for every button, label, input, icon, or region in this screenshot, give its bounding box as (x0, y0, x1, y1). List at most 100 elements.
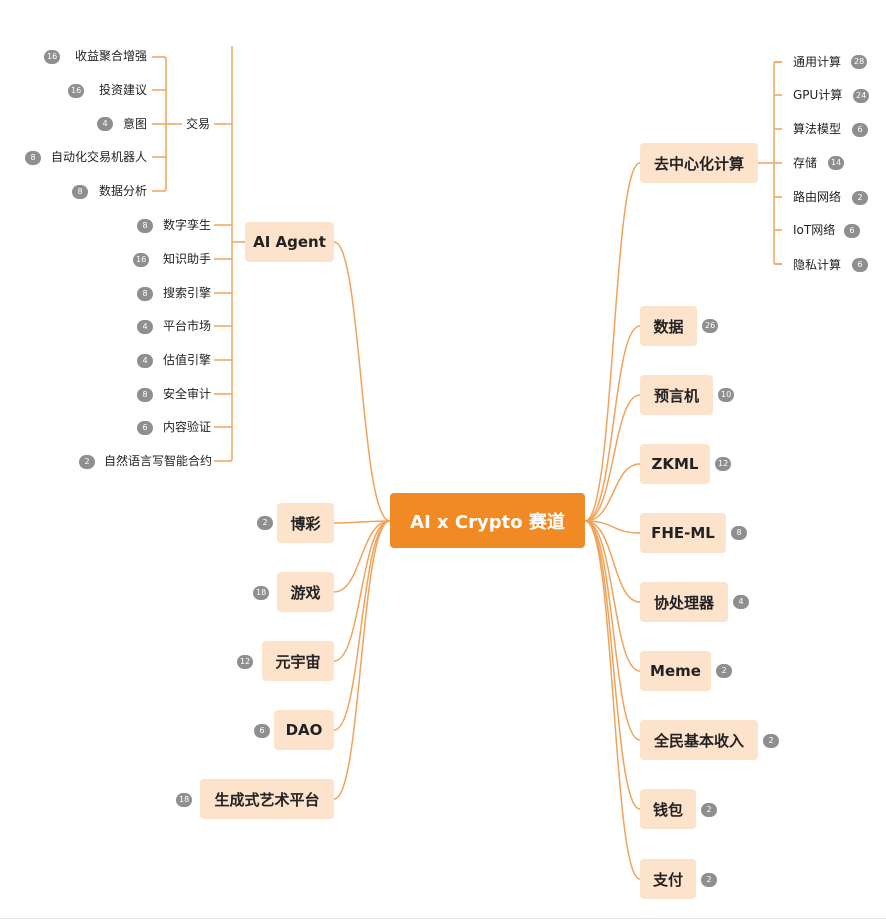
root-topic[interactable]: AI x Crypto 赛道 (390, 493, 585, 548)
count-badge: 6 (852, 123, 868, 137)
count-badge: 2 (79, 455, 95, 469)
leaf-content-verification[interactable]: 内容验证 (163, 419, 211, 435)
topic-label: 生成式艺术平台 (214, 790, 320, 809)
topic-oracle[interactable]: 预言机 (640, 375, 713, 415)
topic-label: 协处理器 (653, 593, 714, 612)
count-badge: 8 (137, 388, 153, 402)
count-badge: 10 (718, 388, 735, 402)
leaf-valuation-engine[interactable]: 估值引擎 (163, 352, 211, 368)
count-badge: 16 (68, 84, 85, 98)
leaf-knowledge-assistant[interactable]: 知识助手 (163, 251, 211, 267)
leaf-label: 平台市场 (163, 319, 212, 333)
leaf-label: 算法模型 (793, 122, 842, 136)
leaf-iot-network[interactable]: IoT网络 (793, 222, 835, 238)
topic-label: 支付 (652, 870, 683, 889)
count-badge: 8 (72, 185, 88, 199)
topic-ai-agent[interactable]: AI Agent (245, 222, 334, 262)
topic-decentralized-compute[interactable]: 去中心化计算 (640, 143, 758, 183)
leaf-routing-network[interactable]: 路由网络 (793, 189, 841, 205)
topic-zkml[interactable]: ZKML (640, 444, 710, 484)
leaf-algorithm-model[interactable]: 算法模型 (793, 121, 841, 137)
leaf-security-audit[interactable]: 安全审计 (163, 386, 211, 402)
leaf-label: 隐私计算 (793, 258, 842, 272)
bottom-divider (0, 918, 886, 919)
subtopic-trade[interactable]: 交易 (186, 116, 210, 132)
topic-ubi[interactable]: 全民基本收入 (640, 720, 758, 760)
connector-line (584, 520, 641, 880)
connector-line (214, 46, 233, 462)
count-badge: 6 (852, 258, 868, 272)
topic-label: 元宇宙 (275, 652, 321, 671)
leaf-digital-twin[interactable]: 数字孪生 (163, 217, 211, 233)
connector-line (584, 394, 641, 522)
topic-label: 全民基本收入 (653, 731, 744, 750)
leaf-label: 内容验证 (163, 420, 212, 434)
leaf-nl-smart-contract[interactable]: 自然语言写智能合约 (104, 453, 212, 469)
count-badge: 2 (701, 803, 717, 817)
leaf-yield-aggregation[interactable]: 收益聚合增强 (75, 48, 147, 64)
connector-line (584, 162, 641, 522)
topic-gambling[interactable]: 博彩 (277, 503, 334, 543)
topic-data[interactable]: 数据 (640, 306, 697, 346)
count-badge: 6 (137, 421, 153, 435)
count-badge: 16 (44, 50, 61, 64)
topic-label: 游戏 (290, 583, 321, 602)
topic-label: FHE-ML (651, 524, 715, 542)
connector-line (333, 520, 391, 524)
connector-line (333, 520, 391, 731)
leaf-label: 投资建议 (99, 83, 148, 97)
count-badge: 2 (701, 873, 717, 887)
topic-meme[interactable]: Meme (640, 651, 711, 691)
count-badge: 6 (254, 724, 270, 738)
leaf-label: GPU计算 (793, 88, 843, 102)
leaf-storage[interactable]: 存储 (793, 155, 817, 171)
count-badge: 14 (828, 156, 845, 170)
connector-line (333, 520, 391, 662)
count-badge: 26 (702, 319, 719, 333)
count-badge: 8 (731, 526, 747, 540)
leaf-label: 数字孪生 (163, 218, 212, 232)
leaf-privacy-compute[interactable]: 隐私计算 (793, 257, 841, 273)
topic-coprocessor[interactable]: 协处理器 (640, 582, 728, 622)
connector-line (333, 520, 391, 800)
topic-label: ZKML (651, 455, 699, 473)
count-badge: 12 (237, 655, 254, 669)
count-badge: 16 (133, 253, 150, 267)
topic-gaming[interactable]: 游戏 (277, 572, 334, 612)
topic-metaverse[interactable]: 元宇宙 (262, 641, 334, 681)
leaf-label: 路由网络 (793, 190, 842, 204)
topic-label: AI Agent (253, 233, 326, 251)
topic-payment[interactable]: 支付 (640, 859, 696, 899)
leaf-label: 自然语言写智能合约 (104, 454, 213, 468)
connector-line (584, 520, 641, 672)
leaf-gpu-compute[interactable]: GPU计算 (793, 87, 842, 103)
leaf-investment-advice[interactable]: 投资建议 (99, 82, 147, 98)
topic-fhe-ml[interactable]: FHE-ML (640, 513, 726, 553)
leaf-label: 自动化交易机器人 (51, 150, 148, 164)
leaf-general-compute[interactable]: 通用计算 (793, 54, 841, 70)
count-badge: 4 (137, 354, 153, 368)
leaf-label: 搜索引擎 (163, 286, 212, 300)
leaf-platform-market[interactable]: 平台市场 (163, 318, 211, 334)
leaf-trading-bot[interactable]: 自动化交易机器人 (51, 149, 147, 165)
connector-line (584, 520, 641, 534)
leaf-intent[interactable]: 意图 (123, 116, 147, 132)
connector-line (584, 325, 641, 522)
leaf-data-analysis[interactable]: 数据分析 (99, 183, 147, 199)
count-badge: 4 (733, 595, 749, 609)
topic-dao[interactable]: DAO (274, 710, 334, 750)
leaf-label: 安全审计 (163, 387, 212, 401)
connector-line (584, 463, 641, 522)
topic-generative-art[interactable]: 生成式艺术平台 (200, 779, 334, 819)
topic-label: DAO (285, 721, 323, 739)
leaf-label: IoT网络 (793, 223, 836, 237)
topic-wallet[interactable]: 钱包 (640, 789, 696, 829)
count-badge: 2 (257, 516, 273, 530)
leaf-label: 估值引擎 (163, 353, 212, 367)
count-badge: 4 (137, 320, 153, 334)
leaf-search-engine[interactable]: 搜索引擎 (163, 285, 211, 301)
count-badge: 24 (853, 89, 870, 103)
topic-label: 钱包 (652, 800, 683, 819)
topic-label: Meme (650, 662, 701, 680)
